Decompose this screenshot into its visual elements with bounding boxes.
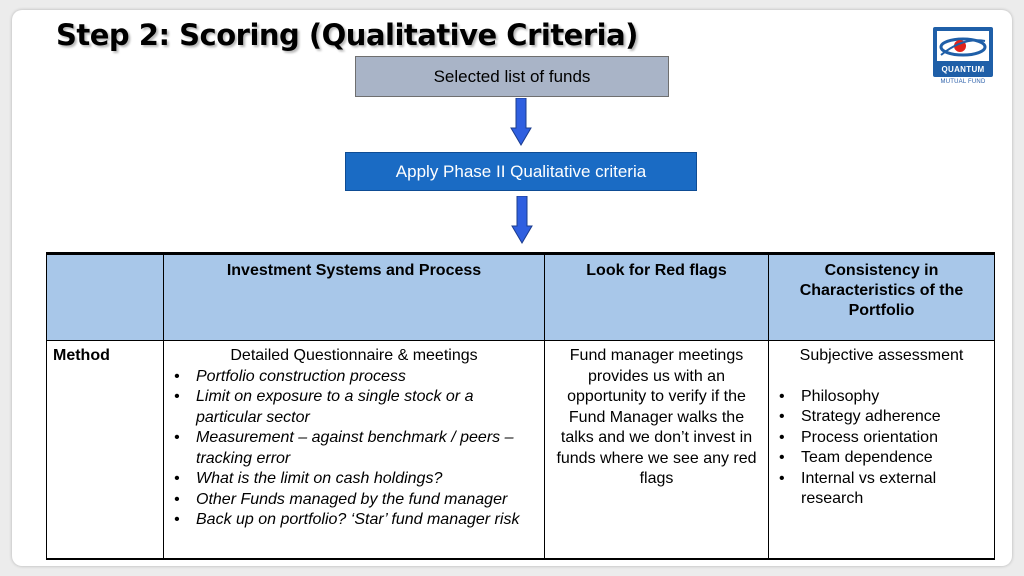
list-item: Portfolio construction process [174, 367, 538, 388]
flow-box-phase-ii: Apply Phase II Qualitative criteria [345, 152, 697, 191]
table-cell-consistency: Subjective assessment Philosophy Strateg… [768, 340, 995, 560]
logo-subtitle: MUTUAL FUND [940, 79, 986, 85]
logo-emblem-icon [937, 31, 989, 61]
bullet-list: Philosophy Strategy adherence Process or… [775, 387, 988, 510]
flow-box-selected-funds: Selected list of funds [355, 56, 669, 97]
list-item: Other Funds managed by the fund manager [174, 490, 538, 511]
list-item: Limit on exposure to a single stock or a… [174, 387, 538, 428]
list-item: Strategy adherence [779, 407, 988, 428]
table-header-cell [46, 253, 164, 341]
bullet-list: Portfolio construction process Limit on … [170, 367, 538, 531]
list-item: Process orientation [779, 428, 988, 449]
table-header-cell: Investment Systems and Process [163, 253, 545, 341]
list-item: Internal vs external research [779, 469, 988, 510]
table-header-cell: Look for Red flags [544, 253, 769, 341]
logo-name: QUANTUM [941, 65, 985, 74]
down-arrow-icon [511, 196, 533, 244]
table-header-row: Investment Systems and Process Look for … [46, 253, 995, 341]
table-header-cell: Consistency in Characteristics of the Po… [768, 253, 995, 341]
list-item: Philosophy [779, 387, 988, 408]
table-cell-red-flags: Fund manager meetings provides us with a… [544, 340, 769, 560]
down-arrow-icon [510, 98, 532, 146]
row-label: Method [46, 340, 164, 560]
list-item: What is the limit on cash holdings? [174, 469, 538, 490]
list-item: Measurement – against benchmark / peers … [174, 428, 538, 469]
quantum-logo: QUANTUM MUTUAL FUND [933, 27, 993, 89]
criteria-table: Investment Systems and Process Look for … [46, 252, 995, 560]
list-item: Team dependence [779, 448, 988, 469]
page-title: Step 2: Scoring (Qualitative Criteria) [56, 18, 638, 52]
cell-intro: Subjective assessment [799, 347, 964, 364]
table-row: Method Detailed Questionnaire & meetings… [46, 340, 995, 560]
list-item: Back up on portfolio? ‘Star’ fund manage… [174, 510, 538, 531]
cell-intro: Detailed Questionnaire & meetings [230, 347, 478, 364]
table-cell-investment-systems: Detailed Questionnaire & meetings Portfo… [163, 340, 545, 560]
logo-badge [933, 27, 993, 77]
